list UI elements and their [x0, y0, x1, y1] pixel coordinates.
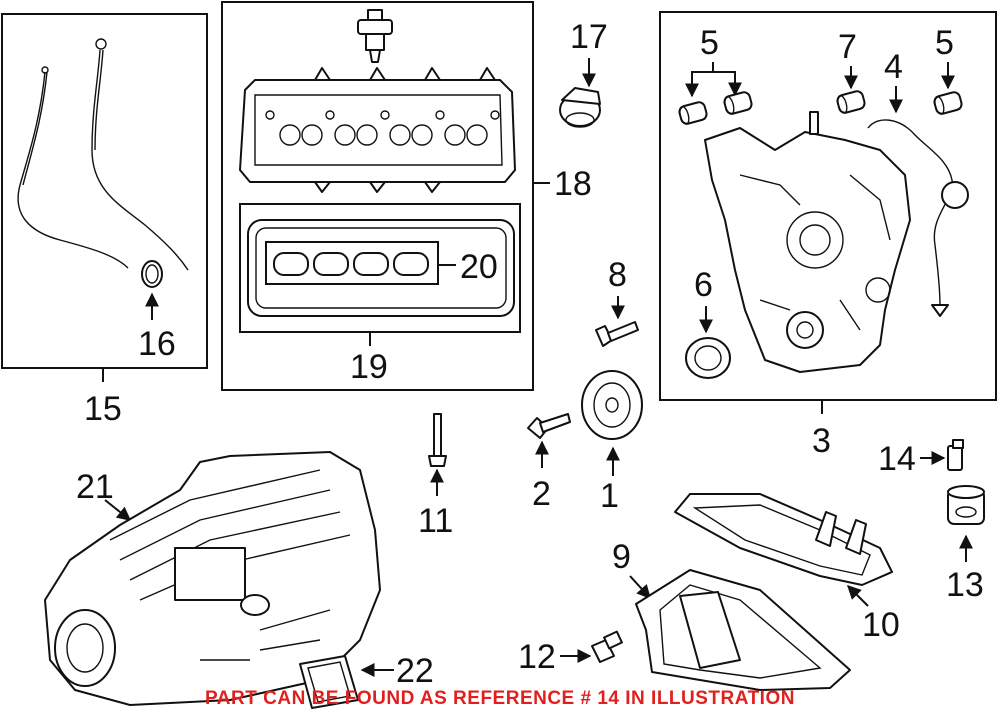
callout-1: 1	[600, 477, 619, 515]
callout-10: 10	[862, 606, 900, 644]
callout-22: 22	[396, 652, 434, 690]
crankshaft-damper-pulley[interactable]	[581, 370, 643, 440]
crankshaft-bolt[interactable]	[595, 321, 639, 347]
intake-manifold[interactable]	[44, 451, 381, 706]
leader-21	[104, 499, 132, 521]
callout-6: 6	[694, 266, 713, 304]
dipstick[interactable]	[91, 38, 189, 271]
leader-10	[847, 585, 869, 607]
callout-9: 9	[612, 538, 631, 576]
manifold-bolt[interactable]	[428, 413, 447, 467]
timing-cover-gasket[interactable]	[867, 119, 969, 317]
leader-5a	[691, 62, 735, 95]
timing-cover[interactable]	[704, 111, 911, 373]
footer-note: PART CAN BE FOUND AS REFERENCE # 14 IN I…	[205, 688, 795, 709]
drain-plug[interactable]	[591, 630, 623, 663]
oil-filter[interactable]	[947, 485, 985, 525]
callout-5b: 5	[935, 24, 954, 62]
leader-9	[629, 575, 651, 600]
front-crankshaft-seal[interactable]	[685, 337, 731, 379]
callout-2: 2	[532, 475, 551, 513]
callout-18: 18	[554, 165, 592, 203]
timing-cover-group-box	[659, 11, 997, 401]
oil-pan[interactable]	[635, 569, 851, 691]
pulley-bolt[interactable]	[527, 413, 571, 439]
callout-16: 16	[138, 325, 176, 363]
dipstick-group-box	[1, 13, 208, 369]
pcv-valve[interactable]	[357, 9, 393, 63]
callout-5a: 5	[700, 24, 719, 62]
callout-11: 11	[418, 502, 453, 540]
windage-tray[interactable]	[674, 493, 893, 586]
oil-filler-cap[interactable]	[559, 87, 601, 128]
callout-21: 21	[76, 468, 114, 506]
callout-12: 12	[518, 638, 556, 676]
dowel-pin-7[interactable]	[836, 90, 866, 114]
dipstick-seal-ring[interactable]	[141, 260, 163, 288]
spark-plug-tube-seal-box	[265, 241, 439, 285]
throttle-body-gasket[interactable]	[299, 655, 359, 709]
spark-plug-tube-seals[interactable]	[273, 252, 429, 276]
dowel-pins-left[interactable]	[678, 91, 753, 125]
callout-3: 3	[812, 422, 831, 460]
callout-14: 14	[878, 440, 916, 478]
valve-cover-group-box	[221, 1, 534, 391]
dowel-pin-5-right[interactable]	[933, 91, 963, 115]
valve-cover[interactable]	[239, 67, 516, 193]
valve-cover-gasket-box	[239, 203, 521, 333]
callout-20: 20	[460, 248, 498, 286]
dipstick-tube[interactable]	[17, 66, 129, 269]
callout-4: 4	[884, 48, 903, 86]
callout-17: 17	[570, 18, 608, 56]
callout-15: 15	[84, 390, 122, 428]
callout-8: 8	[608, 256, 627, 294]
callout-7: 7	[838, 28, 857, 66]
callout-19: 19	[350, 348, 388, 386]
oil-filter-adapter[interactable]	[947, 439, 964, 471]
callout-13: 13	[946, 566, 984, 604]
